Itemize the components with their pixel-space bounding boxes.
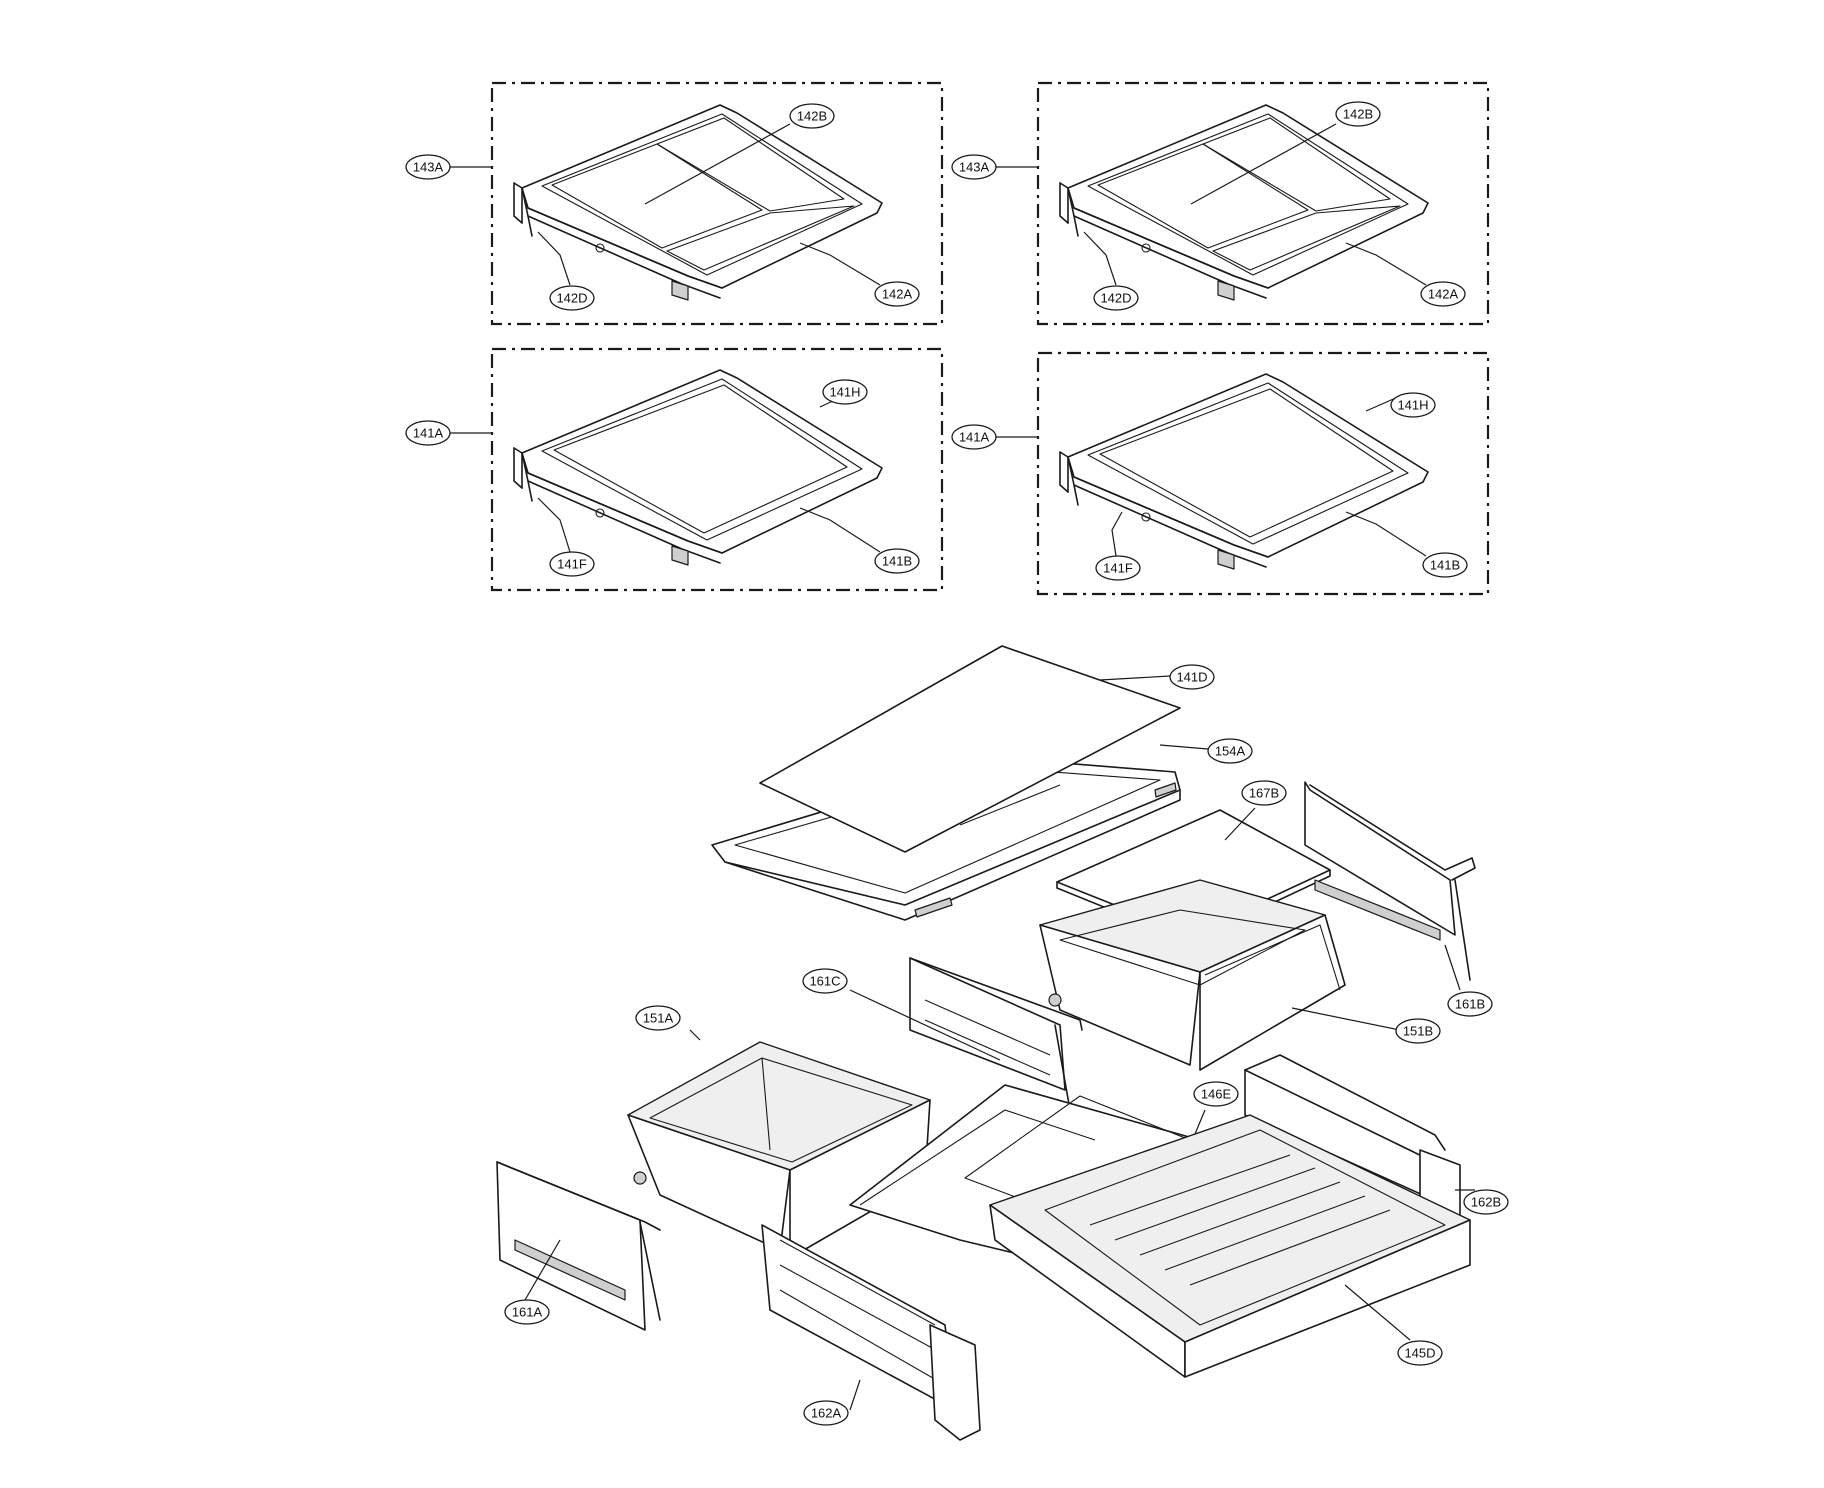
svg-text:141F: 141F (1103, 561, 1133, 576)
front-rail-162A (761, 1224, 956, 1411)
callout-142D-2: 142D (1093, 285, 1139, 311)
svg-text:151B: 151B (1403, 1024, 1433, 1039)
svg-text:145D: 145D (1404, 1346, 1435, 1361)
svg-text:142A: 142A (882, 287, 913, 302)
callout-143A-1: 143A (405, 154, 451, 180)
callout-141H-1: 141H (822, 379, 868, 405)
callout-167B: 167B (1241, 780, 1287, 806)
callout-151B: 151B (1395, 1018, 1441, 1044)
rail-161C (909, 957, 1066, 1091)
svg-text:151A: 151A (643, 1011, 674, 1026)
svg-text:146E: 146E (1201, 1087, 1232, 1102)
svg-text:142B: 142B (1343, 107, 1373, 122)
callout-162A: 162A (803, 1400, 849, 1426)
shelf-group-mid-left (450, 347, 944, 592)
glass-pane-141D (759, 645, 1181, 853)
svg-text:143A: 143A (959, 160, 990, 175)
shelf-group-top-right (996, 81, 1490, 326)
dashed-frame (1036, 81, 1490, 326)
callout-143A-2: 143A (951, 154, 997, 180)
dashed-frame (490, 81, 944, 326)
callout-151A: 151A (635, 1005, 681, 1031)
dashed-frame (490, 347, 944, 592)
callout-154A: 154A (1207, 738, 1253, 764)
svg-text:141A: 141A (413, 426, 444, 441)
svg-text:167B: 167B (1249, 786, 1279, 801)
callout-141A-1: 141A (405, 420, 451, 446)
callout-142A-2: 142A (1420, 281, 1466, 307)
shelf-group-mid-right (996, 351, 1490, 596)
callout-146E: 146E (1193, 1081, 1239, 1107)
svg-text:142A: 142A (1428, 287, 1459, 302)
crisper-assembly (496, 645, 1476, 1441)
callout-161B: 161B (1447, 991, 1493, 1017)
callout-142D-1: 142D (549, 285, 595, 311)
svg-text:141B: 141B (882, 554, 912, 569)
svg-text:161C: 161C (809, 974, 840, 989)
callout-142B-2: 142B (1335, 101, 1381, 127)
callout-141H-2: 141H (1390, 392, 1436, 418)
svg-text:141A: 141A (959, 430, 990, 445)
callout-142A-1: 142A (874, 281, 920, 307)
svg-text:141H: 141H (829, 385, 860, 400)
svg-text:142D: 142D (1100, 291, 1131, 306)
callout-161C: 161C (802, 968, 848, 994)
callout-141A-2: 141A (951, 424, 997, 450)
callout-141F-1: 141F (549, 551, 595, 577)
callout-141B-1: 141B (874, 548, 920, 574)
shelf-group-top-left (450, 81, 944, 326)
callout-141F-2: 141F (1095, 555, 1141, 581)
svg-text:162B: 162B (1471, 1195, 1501, 1210)
callout-162B: 162B (1463, 1189, 1509, 1215)
svg-text:141H: 141H (1397, 398, 1428, 413)
callout-141D: 141D (1169, 664, 1215, 690)
dashed-frame (1036, 351, 1490, 596)
callout-145D: 145D (1397, 1340, 1443, 1366)
svg-text:161A: 161A (512, 1305, 543, 1320)
svg-text:143A: 143A (413, 160, 444, 175)
svg-text:142D: 142D (556, 291, 587, 306)
svg-text:162A: 162A (811, 1406, 842, 1421)
svg-text:154A: 154A (1215, 744, 1246, 759)
callout-142B-1: 142B (789, 103, 835, 129)
callout-161A: 161A (504, 1299, 550, 1325)
svg-text:141B: 141B (1430, 558, 1460, 573)
rail-cover-161B (1304, 781, 1456, 936)
svg-text:141D: 141D (1176, 670, 1207, 685)
svg-text:142B: 142B (797, 109, 827, 124)
svg-text:161B: 161B (1455, 997, 1485, 1012)
callout-141B-2: 141B (1422, 552, 1468, 578)
svg-text:141F: 141F (557, 557, 587, 572)
